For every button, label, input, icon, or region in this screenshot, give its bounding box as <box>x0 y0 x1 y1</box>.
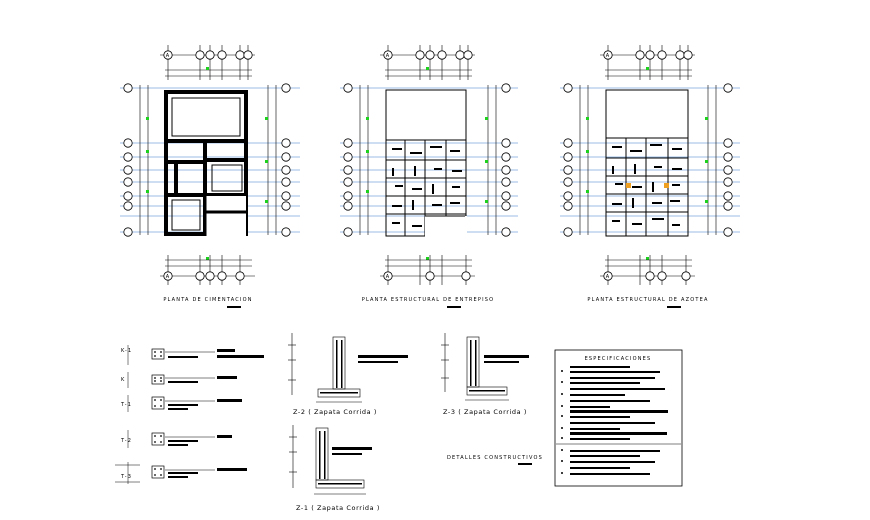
plan-azotea: A <box>560 45 740 308</box>
column-details: K-1 K T-1 T-2 T-3 <box>115 345 264 484</box>
detalles-label: DETALLES CONSTRUCTIVOS <box>447 455 543 461</box>
grid-letter-top: A <box>386 53 391 59</box>
orange-markers <box>626 183 669 188</box>
section-label-z2: Z-2 ( Zapata Corrida ) <box>293 408 377 416</box>
specs-title: ESPECIFICACIONES <box>585 356 652 362</box>
specifications-box: ESPECIFICACIONES <box>554 349 683 487</box>
grid-letter-top: A <box>166 53 171 59</box>
section-label-z1: Z-1 ( Zapata Corrida ) <box>296 504 380 512</box>
grid-letter-bottom: A <box>386 274 391 280</box>
column-label-k1: K-1 <box>121 348 132 354</box>
column-label-t1: T-1 <box>120 402 132 408</box>
section-label-z3: Z-3 ( Zapata Corrida ) <box>443 408 527 416</box>
plan-title-2: PLANTA ESTRUCTURAL DE ENTREPISO <box>362 297 495 303</box>
column-label-k: K <box>121 377 125 383</box>
grid-letter-bottom: A <box>606 274 611 280</box>
column-label-t2: T-2 <box>120 438 132 444</box>
top-grid-bubbles <box>160 45 255 80</box>
spec-lines <box>570 366 668 475</box>
side-bubbles-right <box>281 83 291 237</box>
side-bubbles-left <box>123 83 133 237</box>
foundation-walls <box>164 90 248 236</box>
grid-letter-top: A <box>606 53 611 59</box>
plan-title-3: PLANTA ESTRUCTURAL DE AZOTEA <box>587 297 708 303</box>
section-z2: Z-2 ( Zapata Corrida ) <box>288 333 408 416</box>
section-z1: Z-1 ( Zapata Corrida ) <box>289 425 380 512</box>
green-markers <box>146 67 268 260</box>
plan-entrepiso: A <box>340 45 518 308</box>
column-label-t3: T-3 <box>120 474 132 480</box>
grid-letter-bottom: A <box>166 274 171 280</box>
plan-title-1: PLANTA DE CIMENTACION <box>163 297 252 303</box>
plan-cimentacion: A <box>120 45 300 308</box>
section-z3: Z-3 ( Zapata Corrida ) <box>441 333 529 416</box>
